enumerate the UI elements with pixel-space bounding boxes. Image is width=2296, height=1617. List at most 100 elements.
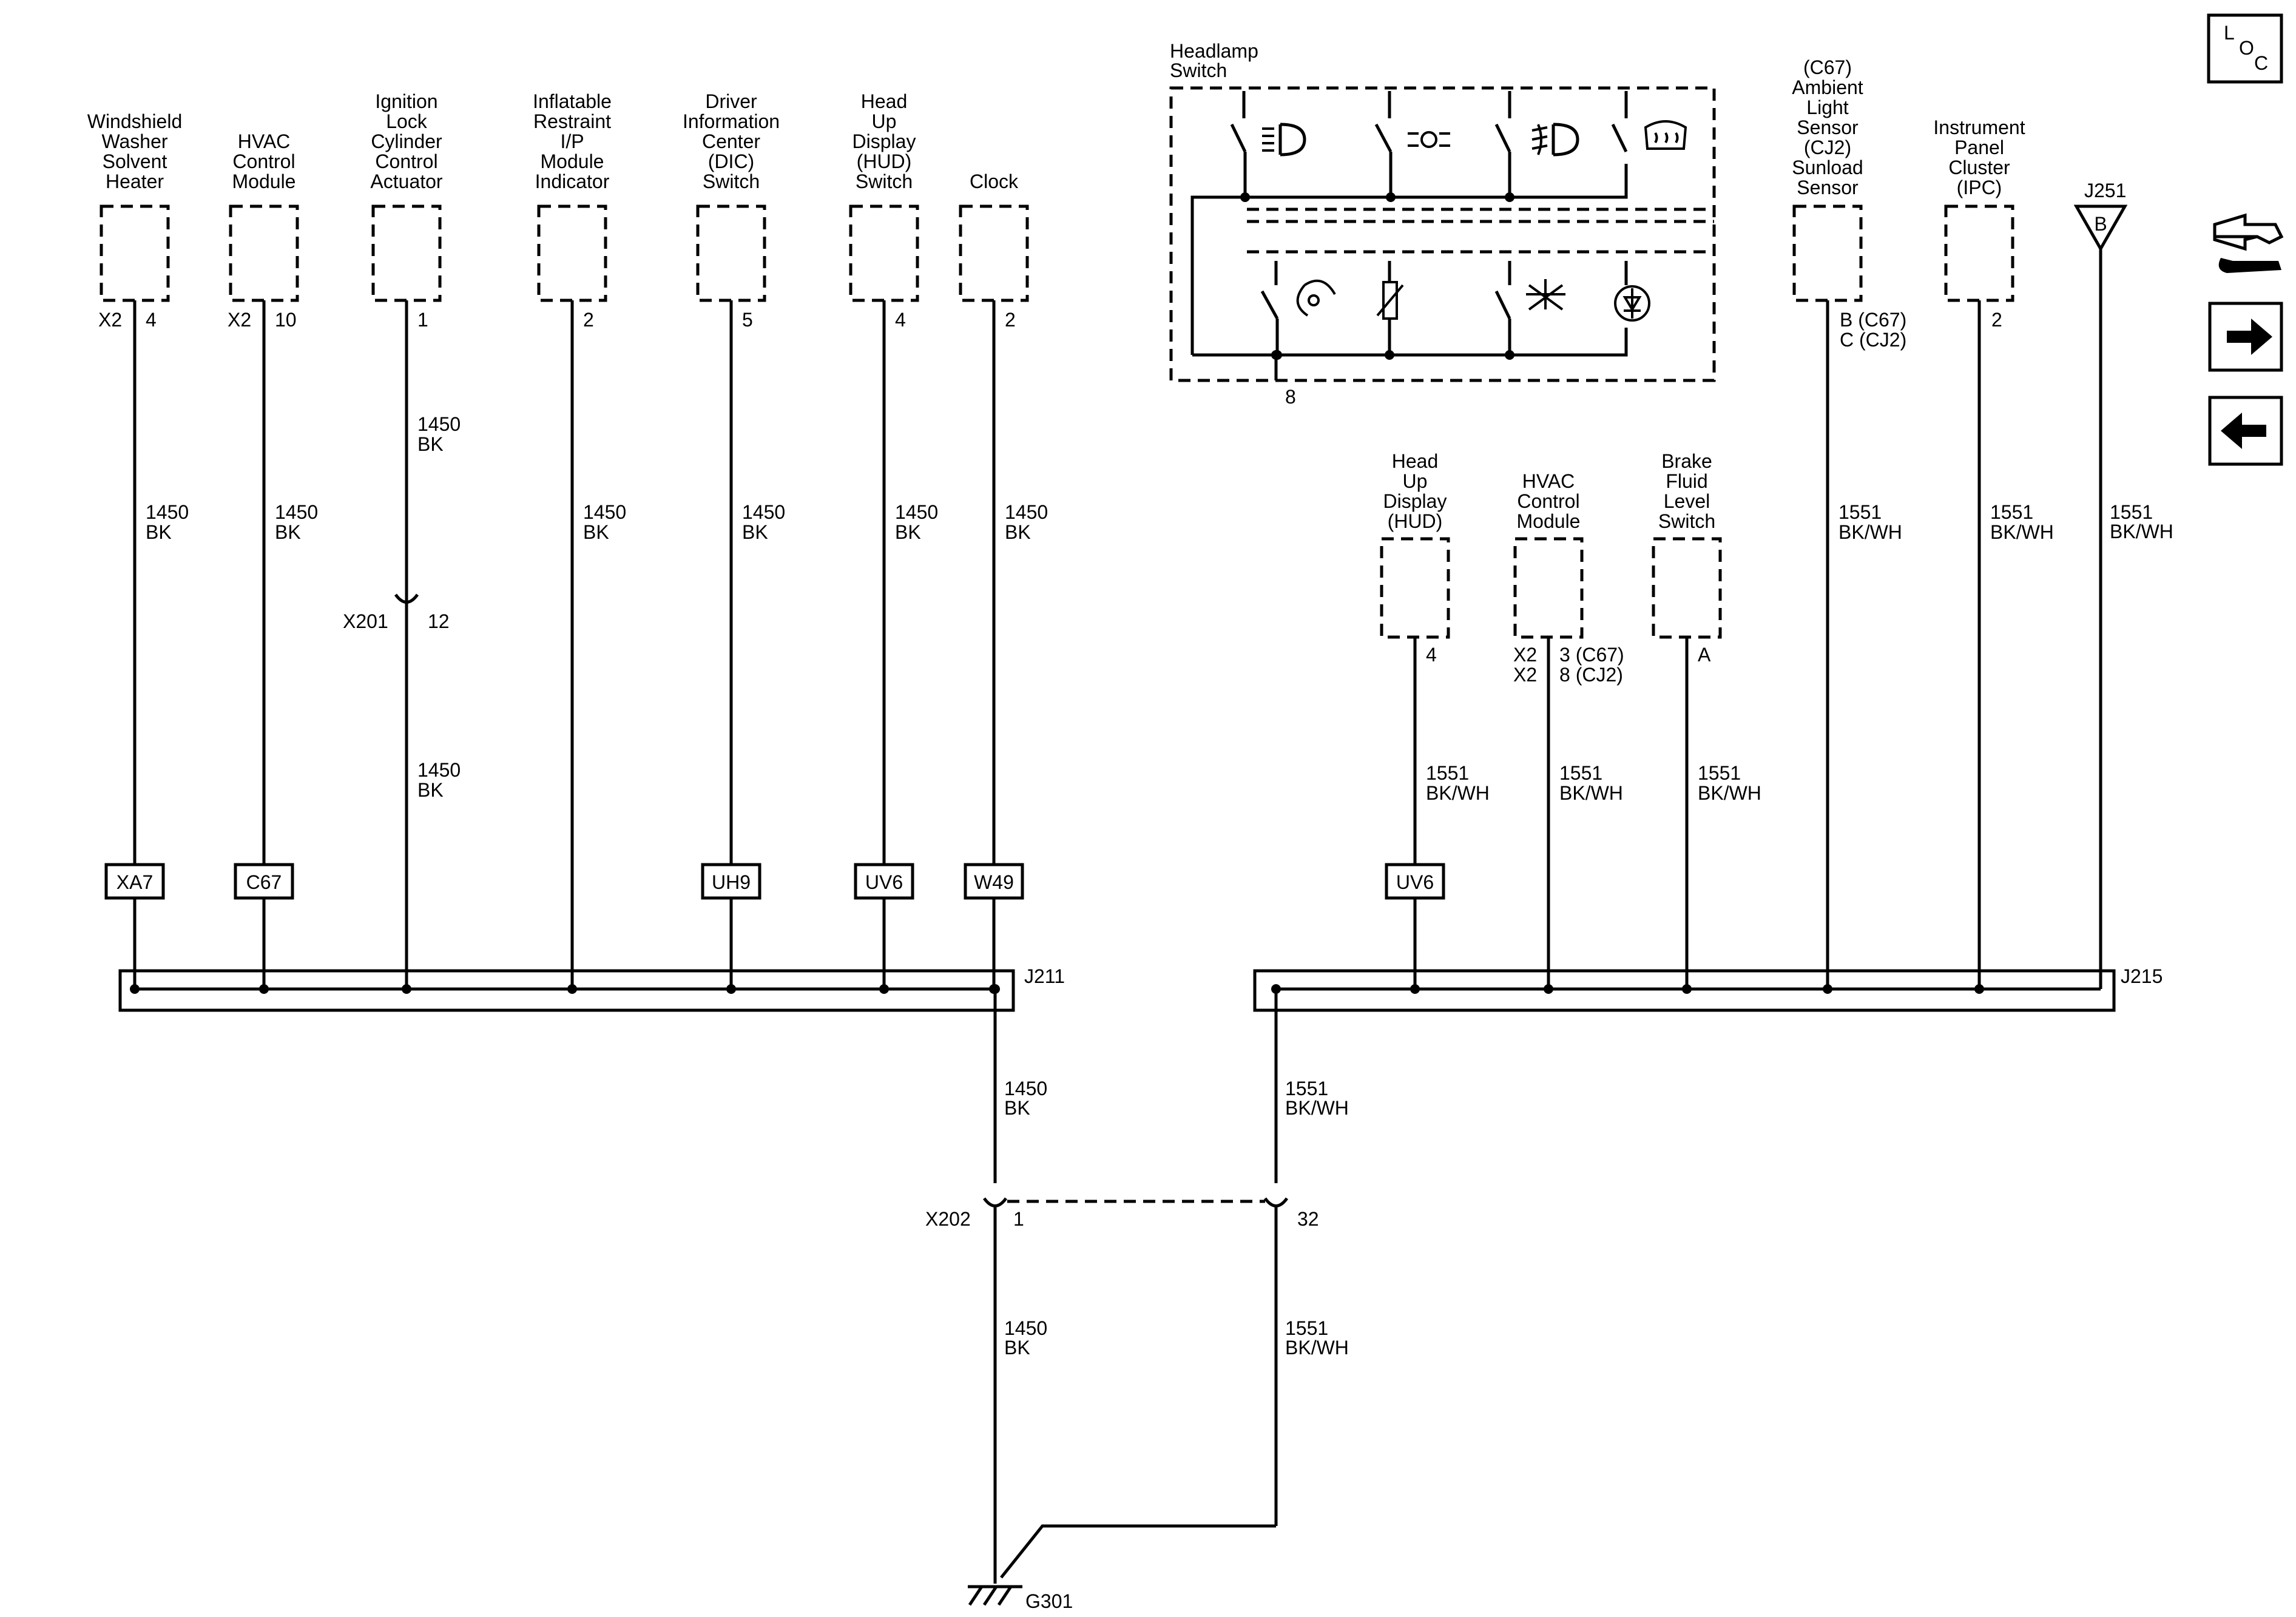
component-name: Clock (970, 170, 1019, 192)
option-code-label: UV6 (865, 871, 903, 893)
component-pin: A (1698, 644, 1711, 666)
option-code-box: UV6 (1385, 863, 1445, 900)
component-pin: 3 (C67)8 (CJ2) (1559, 644, 1624, 686)
trunk-left-pin: 1 (1013, 1208, 1024, 1230)
option-code-label: UH9 (712, 871, 751, 893)
headlamp-switch-pin: 8 (1285, 386, 1296, 408)
component-connector: X2 (98, 309, 122, 331)
option-code-box: C67 (234, 863, 294, 900)
splice-j211-label: J211 (1024, 965, 1065, 987)
indicator-lamp-icon (1622, 288, 1642, 319)
dimmer-icon (1296, 279, 1336, 317)
loc-icon[interactable]: L O C (2207, 13, 2283, 84)
component-pin: 2 (1005, 309, 1016, 331)
svg-text:L: L (2224, 22, 2235, 44)
component-pin: 4 (146, 309, 157, 331)
component-pin: 10 (275, 309, 297, 331)
option-code-label: UV6 (1396, 871, 1434, 893)
component-pin: 4 (895, 309, 906, 331)
ground-g301: G301 (968, 1585, 1073, 1612)
headlamp-icon (1262, 123, 1306, 157)
component-pin: 4 (1426, 644, 1437, 666)
connector-x201: X201 (343, 610, 388, 632)
fog-lamp-icon (1531, 123, 1579, 157)
rear-defog-icon (1644, 120, 1687, 150)
trunk-right-pin: 32 (1297, 1208, 1319, 1230)
component-pin: 2 (1991, 309, 2002, 331)
option-code-label: XA7 (116, 871, 153, 893)
option-code-box: UV6 (854, 863, 914, 900)
option-code-label: C67 (246, 871, 282, 893)
option-code-box: UH9 (701, 863, 761, 900)
component-locator-icon[interactable] (2213, 213, 2284, 273)
option-code-box: W49 (964, 863, 1024, 900)
ground-label: G301 (1025, 1590, 1073, 1612)
svg-text:C: C (2254, 52, 2268, 74)
svg-text:O: O (2239, 37, 2254, 59)
splice-j215-label: J215 (2121, 965, 2163, 987)
splice-j215: J215 (1253, 965, 2163, 1012)
connector-x201-pin: 12 (428, 610, 450, 632)
splice-j211: J211 (118, 965, 1065, 1012)
component-pin: 5 (742, 309, 753, 331)
option-code-box: XA7 (104, 863, 165, 900)
component-connector: X2 (228, 309, 251, 331)
parking-lamp-icon (1408, 131, 1450, 148)
j251-label: J251 (2084, 180, 2126, 201)
component-pin: 1 (417, 309, 428, 331)
component-pin: 2 (583, 309, 594, 331)
component-pin: B (C67)C (CJ2) (1840, 309, 1906, 351)
next-arrow-icon[interactable] (2208, 302, 2283, 372)
previous-arrow-icon[interactable] (2208, 396, 2283, 466)
j251-pin: B (2094, 213, 2107, 235)
